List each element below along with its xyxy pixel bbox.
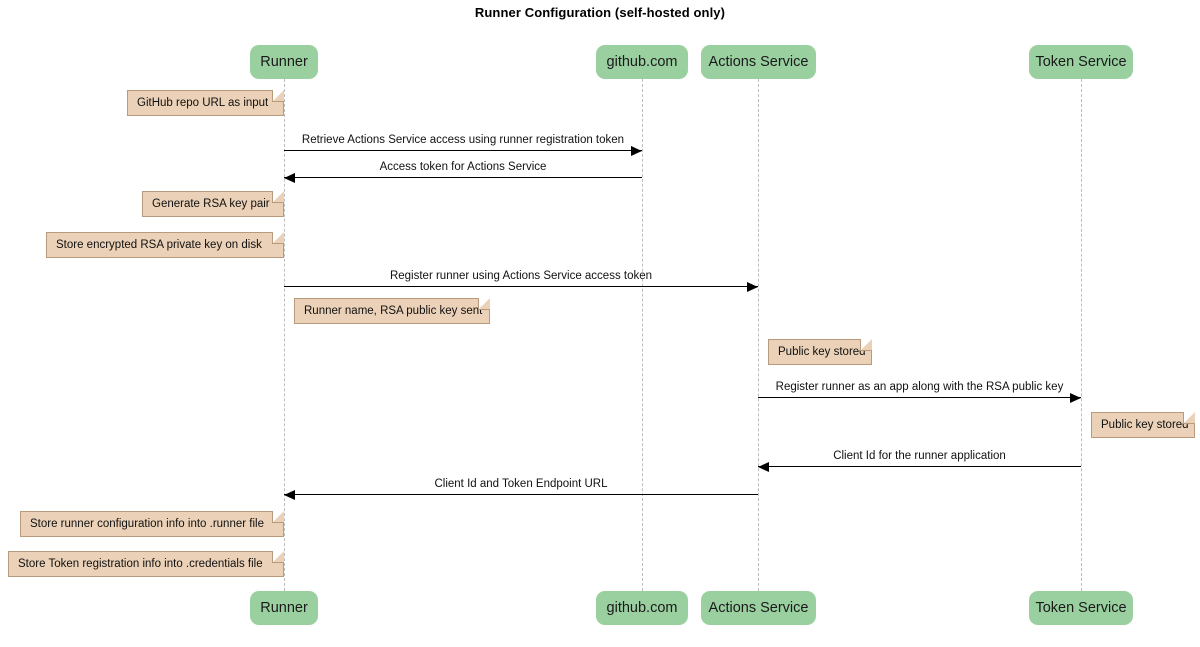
message-line xyxy=(284,150,642,151)
arrowhead-left-icon xyxy=(758,461,769,472)
note-fold-fill-icon xyxy=(273,232,284,243)
message-line xyxy=(758,466,1081,467)
arrowhead-left-icon xyxy=(284,172,295,183)
note-fold-fill-icon xyxy=(273,511,284,522)
lifeline-github xyxy=(642,79,643,591)
participant-label: github.com xyxy=(606,54,678,70)
message-label: Client Id and Token Endpoint URL xyxy=(434,478,608,490)
arrowhead-left-icon xyxy=(284,489,295,500)
arrowhead-right-icon xyxy=(747,281,758,292)
note-label: Runner name, RSA public key sent xyxy=(304,305,483,317)
message-line xyxy=(758,397,1081,398)
note-n3: Store encrypted RSA private key on disk xyxy=(46,232,284,258)
note-n1: GitHub repo URL as input xyxy=(127,90,284,116)
message-line xyxy=(284,177,642,178)
participant-github-top[interactable]: github.com xyxy=(596,45,688,79)
message-label: Access token for Actions Service xyxy=(379,161,547,173)
note-label: Store encrypted RSA private key on disk xyxy=(56,239,262,251)
lifeline-runner xyxy=(284,79,285,591)
participant-label: Token Service xyxy=(1035,54,1127,70)
note-fold-fill-icon xyxy=(479,298,490,309)
page-title: Runner Configuration (self-hosted only) xyxy=(474,5,726,20)
participant-github-bottom[interactable]: github.com xyxy=(596,591,688,625)
participant-token-top[interactable]: Token Service xyxy=(1029,45,1133,79)
participant-token-bottom[interactable]: Token Service xyxy=(1029,591,1133,625)
note-fold-fill-icon xyxy=(1184,412,1195,423)
participant-label: Runner xyxy=(260,54,308,70)
note-label: Store Token registration info into .cred… xyxy=(18,558,263,570)
note-label: GitHub repo URL as input xyxy=(137,97,269,109)
arrowhead-right-icon xyxy=(631,145,642,156)
participant-label: Token Service xyxy=(1035,600,1127,616)
participant-actions-top[interactable]: Actions Service xyxy=(701,45,816,79)
participant-label: Actions Service xyxy=(708,600,809,616)
participant-label: Actions Service xyxy=(708,54,809,70)
note-fold-fill-icon xyxy=(861,339,872,350)
note-label: Public key stored xyxy=(778,346,866,358)
note-n5: Public key stored xyxy=(768,339,872,365)
arrowhead-right-icon xyxy=(1070,392,1081,403)
message-label: Register runner as an app along with the… xyxy=(775,381,1064,393)
note-n7: Store runner configuration info into .ru… xyxy=(20,511,284,537)
note-fold-fill-icon xyxy=(273,90,284,101)
participant-actions-bottom[interactable]: Actions Service xyxy=(701,591,816,625)
participant-runner-bottom[interactable]: Runner xyxy=(250,591,318,625)
note-n4: Runner name, RSA public key sent xyxy=(294,298,490,324)
participant-label: github.com xyxy=(606,600,678,616)
note-label: Store runner configuration info into .ru… xyxy=(30,518,264,530)
participant-runner-top[interactable]: Runner xyxy=(250,45,318,79)
participant-label: Runner xyxy=(260,600,308,616)
note-fold-fill-icon xyxy=(273,551,284,562)
message-line xyxy=(284,494,758,495)
note-n6: Public key stored xyxy=(1091,412,1195,438)
message-label: Register runner using Actions Service ac… xyxy=(389,270,653,282)
message-label: Client Id for the runner application xyxy=(833,450,1006,462)
lifeline-token xyxy=(1081,79,1082,591)
message-line xyxy=(284,286,758,287)
note-fold-fill-icon xyxy=(273,191,284,202)
note-n8: Store Token registration info into .cred… xyxy=(8,551,284,577)
note-label: Public key stored xyxy=(1101,419,1189,431)
message-label: Retrieve Actions Service access using ru… xyxy=(301,134,625,146)
lifeline-actions xyxy=(758,79,759,591)
note-label: Generate RSA key pair xyxy=(152,198,270,210)
note-n2: Generate RSA key pair xyxy=(142,191,284,217)
